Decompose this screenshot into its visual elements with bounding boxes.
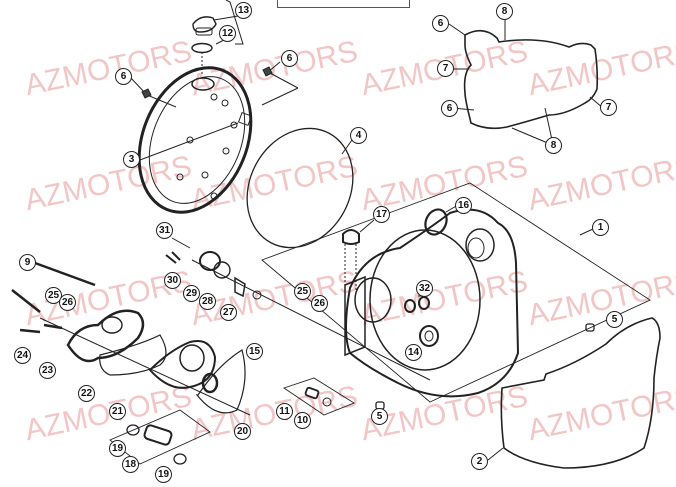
seal-icon bbox=[424, 208, 448, 236]
callout-7[interactable]: 7 bbox=[437, 60, 454, 77]
callout-31[interactable]: 31 bbox=[156, 222, 173, 239]
callout-20[interactable]: 20 bbox=[234, 423, 251, 440]
callout-21[interactable]: 21 bbox=[109, 403, 126, 420]
callout-4[interactable]: 4 bbox=[350, 127, 367, 144]
callout-24[interactable]: 24 bbox=[14, 347, 31, 364]
callout-22[interactable]: 22 bbox=[78, 385, 95, 402]
callout-2[interactable]: 2 bbox=[471, 453, 488, 470]
callout-3[interactable]: 3 bbox=[123, 151, 140, 168]
o-ring-icon bbox=[246, 127, 354, 249]
gasket-icon bbox=[463, 29, 599, 130]
bearing-housing-icon bbox=[165, 237, 431, 381]
callout-6[interactable]: 6 bbox=[281, 50, 298, 67]
callout-25[interactable]: 25 bbox=[45, 287, 62, 304]
callout-7[interactable]: 7 bbox=[600, 99, 617, 116]
callout-15[interactable]: 15 bbox=[246, 343, 263, 360]
callout-26[interactable]: 26 bbox=[59, 294, 76, 311]
callout-26[interactable]: 26 bbox=[311, 295, 328, 312]
callout-8[interactable]: 8 bbox=[496, 3, 513, 20]
callout-29[interactable]: 29 bbox=[183, 285, 200, 302]
callout-1[interactable]: 1 bbox=[592, 219, 609, 236]
callout-27[interactable]: 27 bbox=[220, 304, 237, 321]
grommet-icon bbox=[342, 219, 375, 290]
callout-10[interactable]: 10 bbox=[294, 412, 311, 429]
callout-8[interactable]: 8 bbox=[545, 137, 562, 154]
callout-25[interactable]: 25 bbox=[294, 283, 311, 300]
callout-5[interactable]: 5 bbox=[371, 408, 388, 425]
water-pump-icon bbox=[11, 261, 355, 465]
title-box bbox=[277, 0, 410, 8]
outer-clutch-cover-icon bbox=[129, 61, 299, 214]
callout-13[interactable]: 13 bbox=[235, 2, 252, 19]
callout-17[interactable]: 17 bbox=[373, 206, 390, 223]
callout-23[interactable]: 23 bbox=[39, 362, 56, 379]
callout-30[interactable]: 30 bbox=[164, 272, 181, 289]
callout-6[interactable]: 6 bbox=[441, 100, 458, 117]
callout-19[interactable]: 19 bbox=[109, 440, 126, 457]
callout-16[interactable]: 16 bbox=[455, 197, 472, 214]
callout-18[interactable]: 18 bbox=[122, 456, 139, 473]
callout-6[interactable]: 6 bbox=[432, 15, 449, 32]
filler-plug-icon bbox=[191, 0, 244, 76]
callout-11[interactable]: 11 bbox=[276, 403, 293, 420]
gasket-icon bbox=[500, 317, 661, 469]
assembly-outline-icon bbox=[261, 182, 651, 403]
callout-6[interactable]: 6 bbox=[115, 68, 132, 85]
callout-14[interactable]: 14 bbox=[405, 344, 422, 361]
callout-28[interactable]: 28 bbox=[199, 293, 216, 310]
callout-32[interactable]: 32 bbox=[416, 280, 433, 297]
callout-19[interactable]: 19 bbox=[155, 466, 172, 483]
callout-5[interactable]: 5 bbox=[606, 311, 623, 328]
clutch-cover-icon bbox=[344, 208, 520, 398]
callout-12[interactable]: 12 bbox=[219, 25, 236, 42]
callout-9[interactable]: 9 bbox=[19, 254, 36, 271]
